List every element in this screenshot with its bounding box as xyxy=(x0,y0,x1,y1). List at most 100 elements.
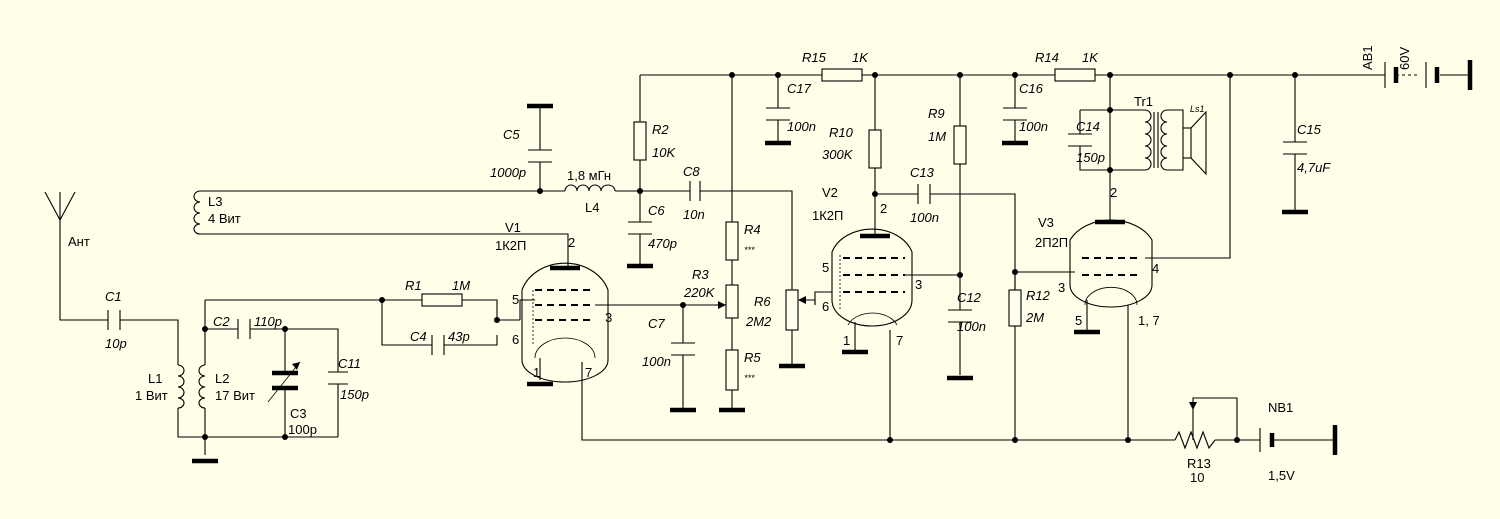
r13-value: 10 xyxy=(1190,470,1204,485)
tube-v1: V1 1К2П 2 5 6 3 1 7 xyxy=(495,220,612,387)
l3-ref: L3 xyxy=(208,194,222,209)
capacitor-c1 xyxy=(107,310,121,330)
r3-ref: R3 xyxy=(692,267,709,282)
output-transformer-tr1: Tr1 xyxy=(1134,94,1184,171)
battery-ab1: AB1 60V xyxy=(1360,45,1440,88)
v2-pin-1: 1 xyxy=(843,333,850,348)
v1-pin-6: 6 xyxy=(512,332,519,347)
tr1-ref: Tr1 xyxy=(1134,94,1153,109)
c16-value: 100n xyxy=(1019,119,1048,134)
r3-value: 220K xyxy=(683,285,716,300)
r5-value: *** xyxy=(744,373,755,383)
c13-value: 100n xyxy=(910,210,939,225)
v3-pin-1-7: 1, 7 xyxy=(1138,313,1160,328)
v2-pin-7: 7 xyxy=(896,333,903,348)
capacitor-c7 xyxy=(671,342,695,356)
c2-value: 110p xyxy=(254,314,282,329)
capacitor-c12 xyxy=(948,309,972,323)
l1-turns: 1 Вит xyxy=(135,388,168,403)
l4-ref: L4 xyxy=(585,200,599,215)
resistor-r4 xyxy=(725,221,739,261)
c4-value: 43p xyxy=(448,329,470,344)
c5-value: 1000p xyxy=(490,165,526,180)
l2-turns: 17 Вит xyxy=(215,388,255,403)
v3-ref: V3 xyxy=(1038,215,1054,230)
v3-pin-2: 2 xyxy=(1110,185,1117,200)
resistor-r13 xyxy=(1174,430,1216,450)
tube-v3: V3 2П2П 2 4 3 5 1, 7 xyxy=(1035,185,1160,335)
c4-ref: C4 xyxy=(410,329,427,344)
l2-ref: L2 xyxy=(215,371,229,386)
capacitor-c16 xyxy=(1003,107,1027,121)
r13-ref: R13 xyxy=(1187,456,1211,471)
r5-ref: R5 xyxy=(744,350,761,365)
battery-nb1: NB1 1,5V xyxy=(1259,400,1295,483)
c6-ref: C6 xyxy=(648,203,665,218)
v2-ref: V2 xyxy=(822,185,838,200)
c16-ref: C16 xyxy=(1019,81,1044,96)
c12-ref: C12 xyxy=(957,290,982,305)
coil-l1 xyxy=(177,364,185,409)
resistor-r15 xyxy=(821,68,863,82)
v1-pin-5: 5 xyxy=(512,292,519,307)
capacitor-c3-variable xyxy=(267,361,301,403)
r1-ref: R1 xyxy=(405,278,422,293)
c5-ref: C5 xyxy=(503,127,520,142)
v3-pin-5: 5 xyxy=(1075,313,1082,328)
c8-ref: C8 xyxy=(683,164,700,179)
coil-l4 xyxy=(564,184,616,192)
v1-ref: V1 xyxy=(505,220,521,235)
r15-ref: R15 xyxy=(802,50,827,65)
coils: L1 1 Вит L2 17 Вит L3 4 Вит 1,8 мГн L4 xyxy=(135,168,616,409)
capacitor-c2 xyxy=(237,319,251,339)
c12-value: 100n xyxy=(957,319,986,334)
v1-pin-1: 1 xyxy=(533,365,540,380)
r12-ref: R12 xyxy=(1026,288,1051,303)
resistors: R15 1K R14 1K R2 10K R4 *** R3 220K R5 *… xyxy=(405,50,1216,485)
capacitor-c13 xyxy=(917,184,931,204)
resistor-r12 xyxy=(1008,289,1022,327)
r2-value: 10K xyxy=(652,145,676,160)
r4-ref: R4 xyxy=(744,222,761,237)
resistor-r10 xyxy=(868,129,882,169)
v1-pin-3: 3 xyxy=(605,310,612,325)
v2-pin-6: 6 xyxy=(822,299,829,314)
capacitor-c15 xyxy=(1283,141,1307,155)
ab1-ref: AB1 xyxy=(1360,45,1375,70)
r9-value: 1M xyxy=(928,129,946,144)
speaker-ls1: Ls1 xyxy=(1182,104,1207,176)
ls1-ref: Ls1 xyxy=(1190,104,1205,114)
coil-l2 xyxy=(198,364,206,409)
l4-value: 1,8 мГн xyxy=(567,168,611,183)
c3-ref: C3 xyxy=(290,406,307,421)
r10-value: 300K xyxy=(822,147,854,162)
c11-ref: C11 xyxy=(338,356,361,371)
r15-value: 1K xyxy=(852,50,869,65)
v3-type: 2П2П xyxy=(1035,235,1068,250)
c7-ref: C7 xyxy=(648,316,665,331)
v1-type: 1К2П xyxy=(495,238,526,253)
capacitor-c6 xyxy=(628,221,652,235)
resistor-r9 xyxy=(953,125,967,165)
resistor-r1 xyxy=(421,293,463,307)
capacitor-c17 xyxy=(766,107,790,121)
r14-ref: R14 xyxy=(1035,50,1059,65)
ground-symbols xyxy=(192,60,1473,464)
capacitor-c14 xyxy=(1068,133,1092,147)
v1-pin-2: 2 xyxy=(568,235,575,250)
resistor-r3 xyxy=(725,284,739,319)
resistor-r2 xyxy=(633,121,647,161)
resistor-r6-pot xyxy=(785,289,799,331)
r6-value: 2M2 xyxy=(745,314,772,329)
capacitor-c11 xyxy=(328,371,348,385)
v2-pin-5: 5 xyxy=(822,260,829,275)
r1-value: 1M xyxy=(452,278,470,293)
c11-value: 150p xyxy=(340,387,369,402)
r2-ref: R2 xyxy=(652,122,669,137)
antenna-symbol: Ант xyxy=(44,191,90,249)
coil-l3 xyxy=(193,190,201,235)
v2-pin-3: 3 xyxy=(915,277,922,292)
capacitor-c5 xyxy=(528,149,552,163)
capacitor-c8 xyxy=(689,181,701,201)
